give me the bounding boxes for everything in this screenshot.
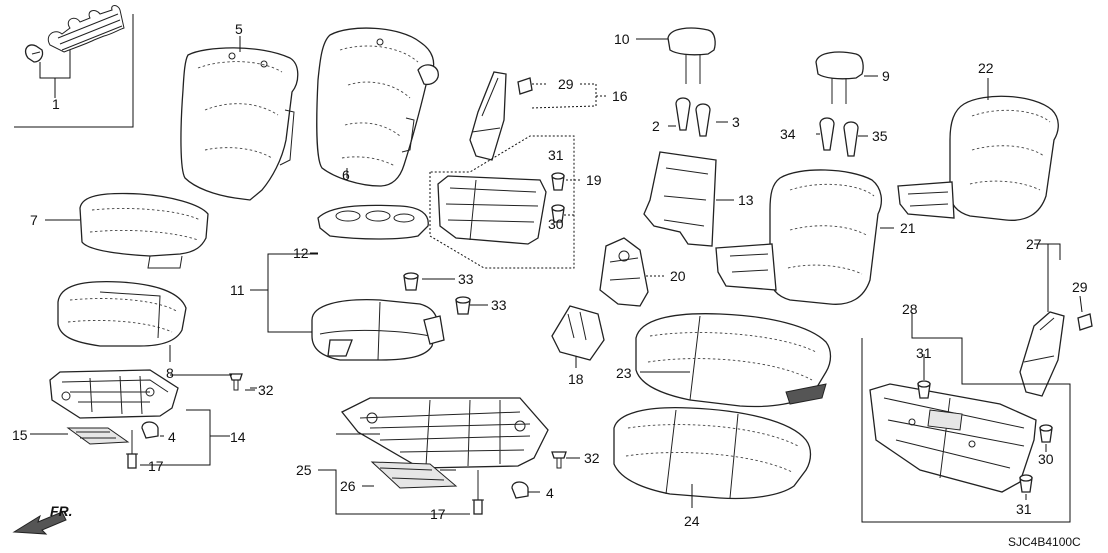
part-3-guide — [695, 103, 711, 137]
callout-2: 2 — [652, 118, 660, 134]
callout-30-box: 30 — [548, 216, 564, 232]
part-32-screw-center — [551, 451, 567, 469]
part-1-inset — [14, 5, 134, 128]
part-27-bracket — [1019, 311, 1065, 397]
part-29-clip-top — [517, 77, 533, 95]
callout-20: 20 — [670, 268, 686, 284]
part-25-frame — [340, 397, 549, 469]
part-19-panel — [437, 175, 547, 245]
part-23-cushion — [635, 313, 832, 408]
callout-33-b: 33 — [491, 297, 507, 313]
part-12-cupholder — [317, 204, 429, 240]
callout-35: 35 — [872, 128, 888, 144]
callout-31-box: 31 — [548, 147, 564, 163]
callout-21: 21 — [900, 220, 916, 236]
part-17-bolt-center — [472, 470, 484, 515]
callout-8: 8 — [166, 365, 174, 381]
part-18-cover — [551, 305, 605, 361]
part-26-rail — [370, 461, 458, 489]
callout-27: 27 — [1026, 236, 1042, 252]
callout-3: 3 — [732, 114, 740, 130]
part-30-fastener-panel — [1039, 424, 1053, 443]
part-4-clip-center — [511, 481, 529, 499]
part-31-fastener-box — [551, 172, 565, 191]
part-30-fastener-box — [551, 204, 565, 223]
part-31-fastener-panel-b — [1019, 474, 1033, 493]
callout-16: 16 — [612, 88, 628, 104]
part-32-screw-left — [229, 373, 243, 391]
part-15-rail — [66, 427, 130, 445]
part-16-bracket — [469, 71, 507, 161]
part-6-seatback — [316, 27, 439, 187]
part-29-clip-right — [1077, 313, 1093, 331]
callout-7: 7 — [30, 212, 38, 228]
callout-26: 26 — [340, 478, 356, 494]
callout-33-a: 33 — [458, 271, 474, 287]
part-13-panel — [643, 151, 717, 247]
direction-label: FR. — [50, 503, 73, 519]
part-7-cushion — [79, 192, 209, 269]
callout-6: 6 — [342, 167, 350, 183]
hook-clip-part — [24, 5, 125, 63]
callout-19: 19 — [586, 172, 602, 188]
part-31-fastener-panel-a — [917, 380, 931, 399]
callout-18: 18 — [568, 371, 584, 387]
part-33-fastener-a — [403, 272, 419, 291]
callout-22: 22 — [978, 60, 994, 76]
part-9-headrest — [815, 51, 864, 104]
leader-lines — [30, 36, 1083, 523]
callout-29-top: 29 — [558, 76, 574, 92]
callout-15: 15 — [12, 427, 28, 443]
callout-30-panel: 30 — [1038, 451, 1054, 467]
callout-10: 10 — [614, 31, 630, 47]
callout-17-center: 17 — [430, 506, 446, 522]
callout-4-left: 4 — [168, 429, 176, 445]
part-34-guide — [819, 117, 835, 151]
front-direction-arrow — [12, 511, 67, 535]
part-17-bolt-left — [126, 430, 138, 469]
catalog-code: SJC4B4100C — [1008, 535, 1081, 549]
callout-labels: 1 5 6 7 8 32 4 14 15 17 12 11 33 33 25 2… — [12, 21, 1088, 549]
callout-9: 9 — [882, 68, 890, 84]
callout-14: 14 — [230, 429, 246, 445]
callout-32-left: 32 — [258, 382, 274, 398]
part-2-guide — [675, 97, 691, 131]
part-20-hinge — [599, 237, 649, 307]
part-28-panel — [869, 383, 1037, 493]
part-4-clip-left — [141, 421, 159, 439]
callout-12: 12 — [293, 245, 309, 261]
callout-31-panel-a: 31 — [916, 345, 932, 361]
part-11-console — [311, 299, 445, 361]
part-22-seatback — [897, 95, 1059, 221]
part-35-guide — [843, 121, 859, 157]
part-33-fastener-b — [455, 296, 471, 315]
callout-32-center: 32 — [584, 450, 600, 466]
callout-25: 25 — [296, 462, 312, 478]
part-24-cushion — [613, 406, 812, 500]
part-10-headrest — [667, 27, 716, 84]
callout-31-panel-b: 31 — [1016, 501, 1032, 517]
callout-24: 24 — [684, 513, 700, 529]
part-5-seatback — [180, 47, 299, 201]
callout-4-center: 4 — [546, 485, 554, 501]
part-14-frame — [49, 369, 179, 419]
callout-13: 13 — [738, 192, 754, 208]
callout-34: 34 — [780, 126, 796, 142]
callout-28: 28 — [902, 301, 918, 317]
callout-11: 11 — [230, 282, 245, 298]
callout-29-right: 29 — [1072, 279, 1088, 295]
part-8-cushion — [57, 280, 187, 347]
callout-23: 23 — [616, 365, 632, 381]
callout-5: 5 — [235, 21, 243, 37]
part-21-seatback — [715, 169, 883, 305]
callout-1: 1 — [52, 96, 60, 112]
callout-17-left: 17 — [148, 458, 164, 474]
